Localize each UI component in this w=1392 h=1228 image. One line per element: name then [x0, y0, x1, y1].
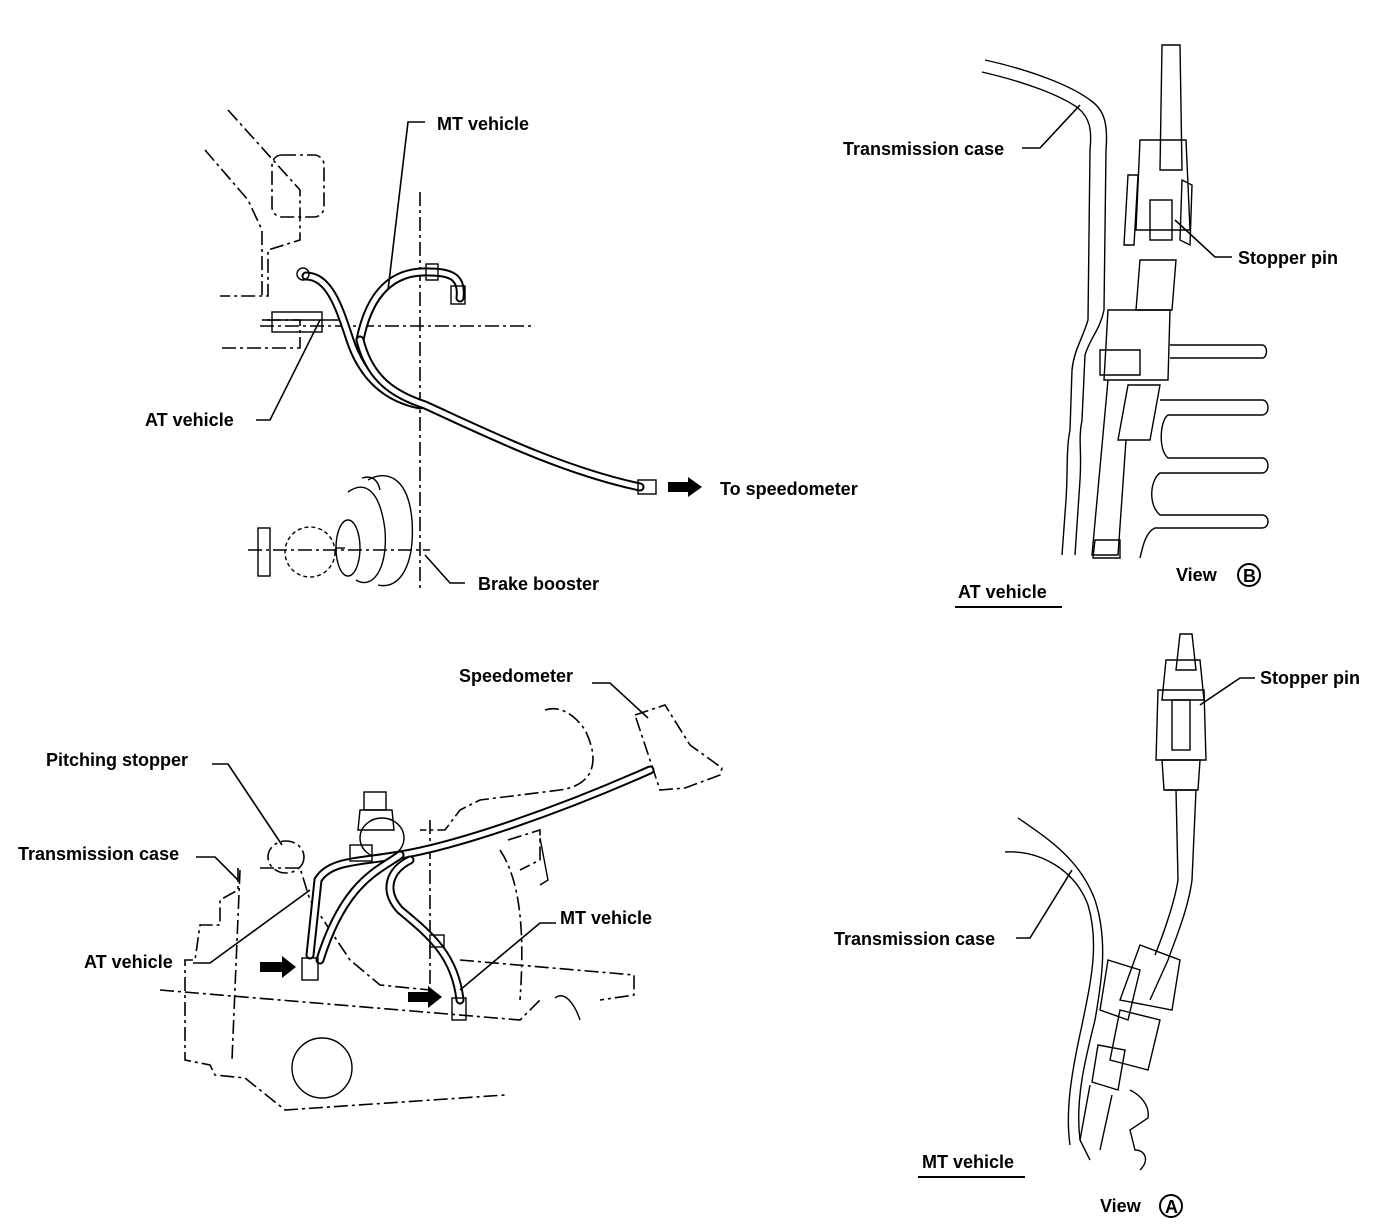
transmission-case-label-bottom-left: Transmission case: [18, 844, 179, 864]
brake-booster-label: Brake booster: [478, 574, 599, 594]
stopper-pin-label-bottom-right: Stopper pin: [1260, 668, 1360, 688]
top-right-at-vehicle-view: B: [955, 44, 1269, 608]
stopper-pin-label-top-right: Stopper pin: [1238, 248, 1338, 268]
view-b-letter: B: [1243, 566, 1256, 586]
view-a-label: View: [1100, 1196, 1142, 1216]
mt-vehicle-label-bottom-right: MT vehicle: [922, 1152, 1014, 1172]
view-b-label: View: [1176, 565, 1218, 585]
bottom-right-mt-vehicle-view: A: [918, 633, 1255, 1218]
transmission-case-label-top-right: Transmission case: [843, 139, 1004, 159]
bottom-left-cable-routing-view: [159, 682, 723, 1111]
circled-letter-b-icon: B: [1237, 563, 1261, 587]
at-vehicle-label-top: AT vehicle: [145, 410, 234, 430]
pitching-stopper-label: Pitching stopper: [46, 750, 188, 770]
at-vehicle-label-top-right: AT vehicle: [958, 582, 1047, 602]
speedometer-label: Speedometer: [459, 666, 573, 686]
arrow-right-icon: [408, 986, 442, 1008]
arrow-right-icon: [260, 956, 296, 978]
arrow-right-icon: [668, 477, 702, 497]
circled-letter-a-icon: A: [1159, 1194, 1183, 1218]
mt-vehicle-label-top: MT vehicle: [437, 114, 529, 134]
top-left-cable-routing-view: [204, 109, 702, 590]
at-vehicle-label-bottom-left: AT vehicle: [84, 952, 173, 972]
to-speedometer-label: To speedometer: [720, 479, 858, 499]
view-a-letter: A: [1165, 1197, 1178, 1217]
mt-vehicle-label-bottom-left: MT vehicle: [560, 908, 652, 928]
transmission-case-label-bottom-right: Transmission case: [834, 929, 995, 949]
